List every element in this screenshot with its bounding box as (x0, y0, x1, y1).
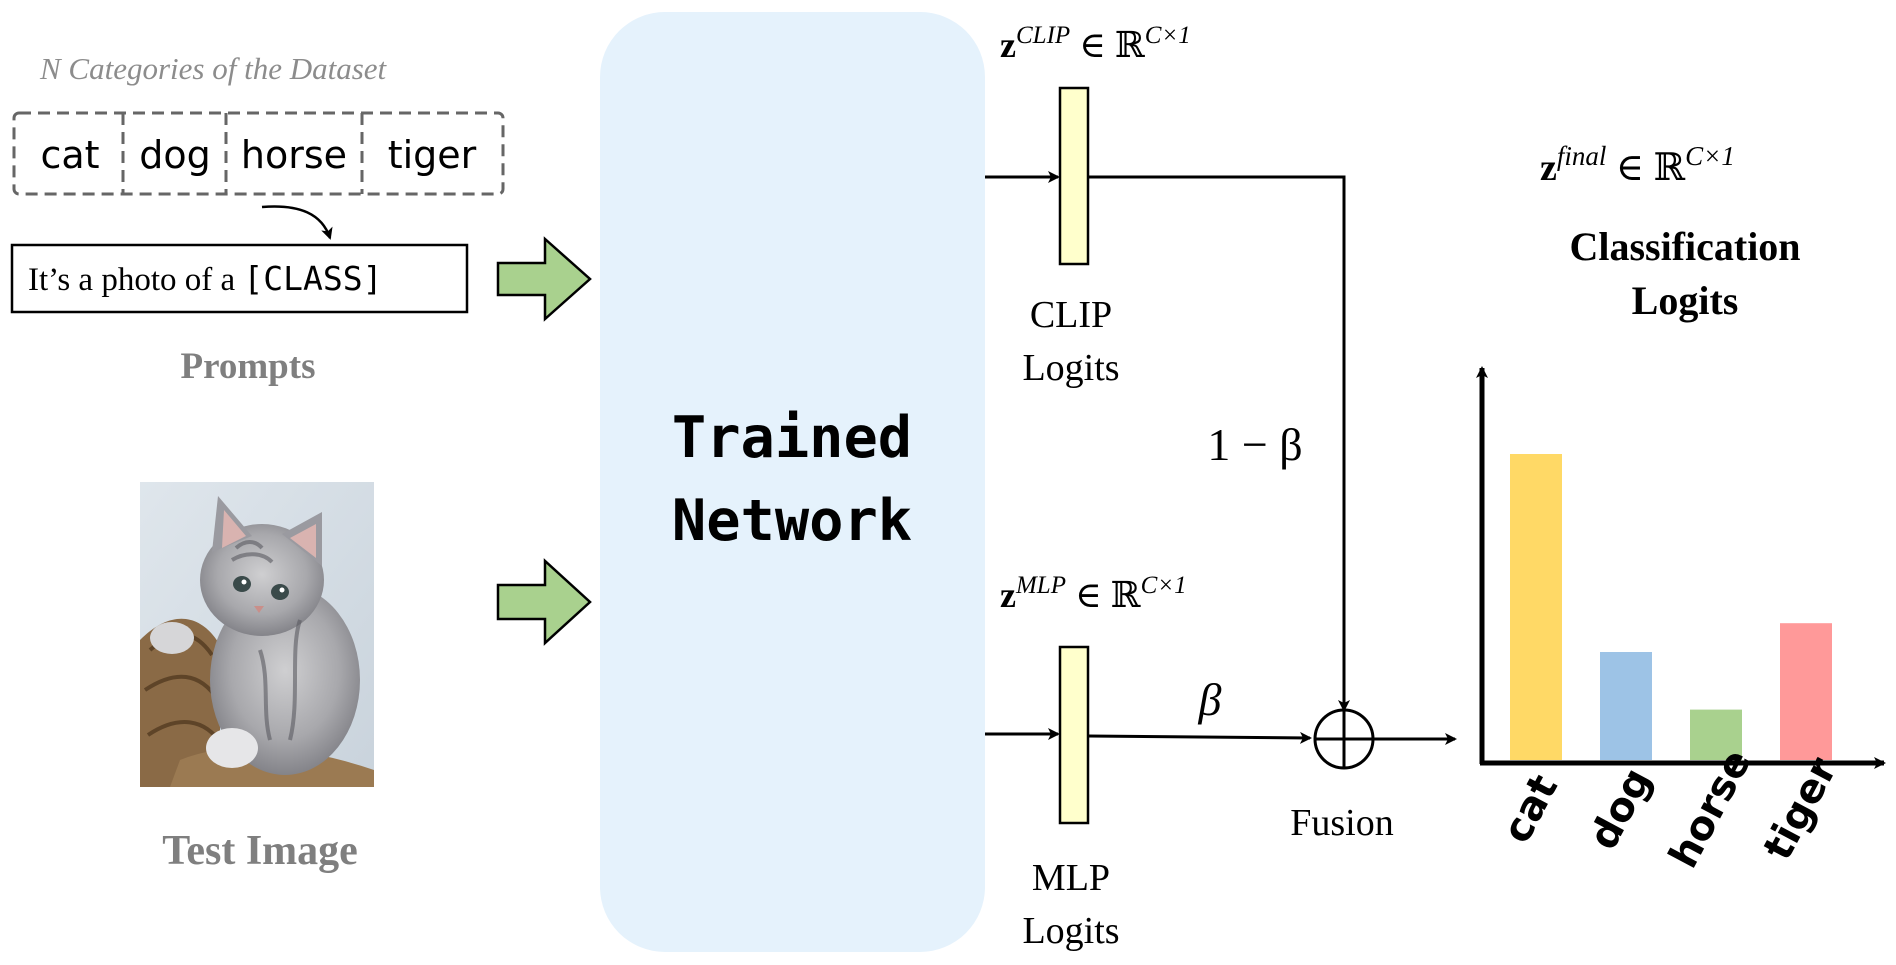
cat-eye-highlight (279, 587, 285, 593)
categories-caption: N Categories of the Dataset (39, 51, 388, 86)
chart-title-line2: Logits (1632, 278, 1739, 323)
prompt-input-arrow (496, 236, 592, 322)
network-label-line1: Trained (672, 405, 912, 471)
chart-x-tick-label: tiger (1755, 750, 1847, 867)
mlp-symbol-dim: C×1 (1141, 572, 1187, 599)
mlp-to-fusion-arrow (1087, 731, 1312, 744)
chart-bar-tiger (1780, 623, 1832, 760)
fusion-node (1313, 708, 1375, 770)
cat-ear-left-inner (222, 510, 246, 548)
clip-symbol-dim: C×1 (1145, 22, 1191, 49)
test-image-caption: Test Image (162, 828, 358, 874)
category-label: dog (139, 133, 211, 177)
final-symbol-dim: C×1 (1685, 141, 1735, 171)
clip-logits-label-line2: Logits (1022, 347, 1119, 389)
image-input-arrow (496, 558, 592, 646)
category-label: tiger (388, 133, 477, 177)
mlp-logit-vector (1058, 645, 1090, 825)
network-label-line2: Network (672, 488, 912, 554)
test-image (140, 482, 374, 787)
clip-symbol-base: z (1000, 25, 1016, 65)
chart-x-tick-label: cat (1494, 767, 1567, 850)
cat-head (200, 524, 324, 636)
final-logit-symbol: zfinal ∈ ℝC×1 (1540, 141, 1735, 189)
mlp-symbol-space: ∈ ℝ (1066, 575, 1142, 615)
chart-bar-horse (1690, 709, 1742, 760)
mlp-logits-label-line2: Logits (1022, 910, 1119, 952)
prompt-text: It’s a photo of a [CLASS] (28, 259, 382, 298)
mlp-logit-symbol: zMLP ∈ ℝC×1 (1000, 572, 1187, 615)
cat-nose (254, 606, 264, 613)
cat-eye-left (233, 576, 251, 592)
cat-paw (206, 728, 258, 768)
chart-bar-dog (1600, 652, 1652, 760)
cat-paw (150, 622, 194, 654)
chart-bar-cat (1510, 454, 1562, 760)
category-label: horse (241, 133, 347, 177)
basket-shape (140, 618, 220, 787)
fusion-label: Fusion (1290, 802, 1393, 844)
category-label: cat (40, 133, 99, 177)
cat-eye-highlight (241, 579, 247, 585)
prompts-caption: Prompts (181, 346, 316, 387)
clip-weight-label: 1 − β (1207, 419, 1302, 470)
clip-logit-symbol: zCLIP ∈ ℝC×1 (1000, 22, 1191, 65)
chart-x-tick-label: dog (1580, 761, 1660, 857)
clip-to-fusion-arrow (1088, 175, 1350, 712)
cat-ear-right-inner (290, 524, 316, 558)
class-token: [CLASS] (243, 259, 382, 298)
mlp-symbol-base: z (1000, 575, 1016, 615)
clip-symbol-superscript: CLIP (1016, 22, 1070, 49)
cat-stripes (230, 540, 302, 741)
final-symbol-base: z (1540, 147, 1557, 189)
final-symbol-superscript: final (1557, 141, 1607, 171)
prompt-box (10, 243, 469, 314)
cat-eye-right (271, 584, 289, 600)
chart-title-line1: Classification (1569, 224, 1800, 269)
categories-box (12, 111, 505, 196)
mlp-logits-label-line1: MLP (1032, 857, 1110, 899)
final-symbol-space: ∈ ℝ (1606, 147, 1685, 189)
prompt-template: It’s a photo of a (28, 262, 243, 298)
trained-network-block (600, 12, 985, 952)
mlp-symbol-superscript: MLP (1015, 572, 1066, 599)
mlp-weight-label: β (1198, 674, 1222, 725)
clip-logit-vector (1058, 86, 1090, 266)
chart-bars (1510, 454, 1832, 760)
clip-logits-label-line1: CLIP (1030, 294, 1112, 336)
clip-symbol-space: ∈ ℝ (1070, 25, 1146, 65)
class-fill-arrow (261, 205, 333, 240)
